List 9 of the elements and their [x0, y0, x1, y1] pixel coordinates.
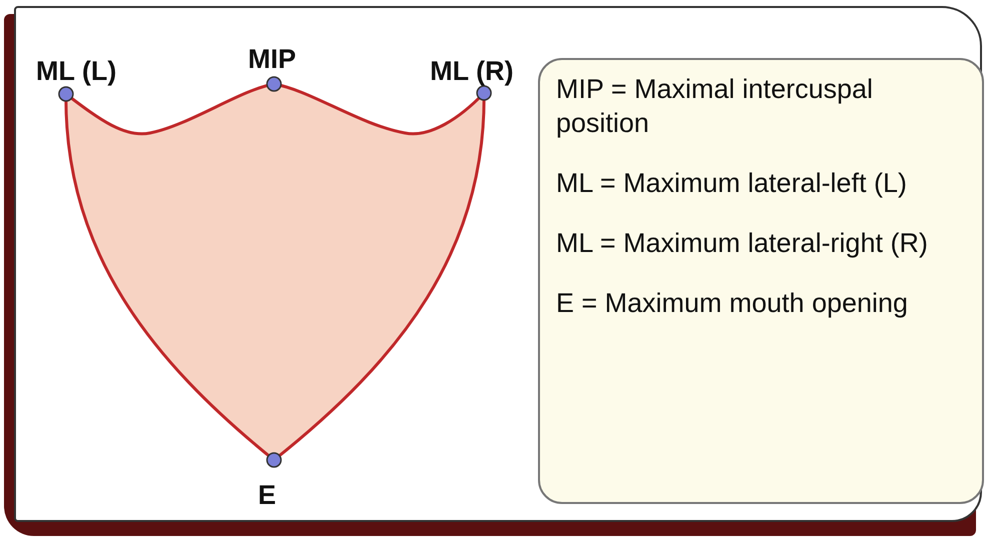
- key-entry: MIP = Maximal intercuspal position: [556, 73, 874, 140]
- key-entry: ML = Maximum lateral-right (R): [556, 227, 929, 260]
- key-box: [538, 58, 984, 504]
- point-label: ML (L): [36, 56, 116, 87]
- point-label: E: [258, 480, 276, 511]
- point-label: ML (R): [430, 56, 514, 87]
- key-entry: E = Maximum mouth opening: [556, 287, 909, 320]
- point-label: MIP: [248, 44, 296, 75]
- key-entry: ML = Maximum lateral-left (L): [556, 167, 908, 200]
